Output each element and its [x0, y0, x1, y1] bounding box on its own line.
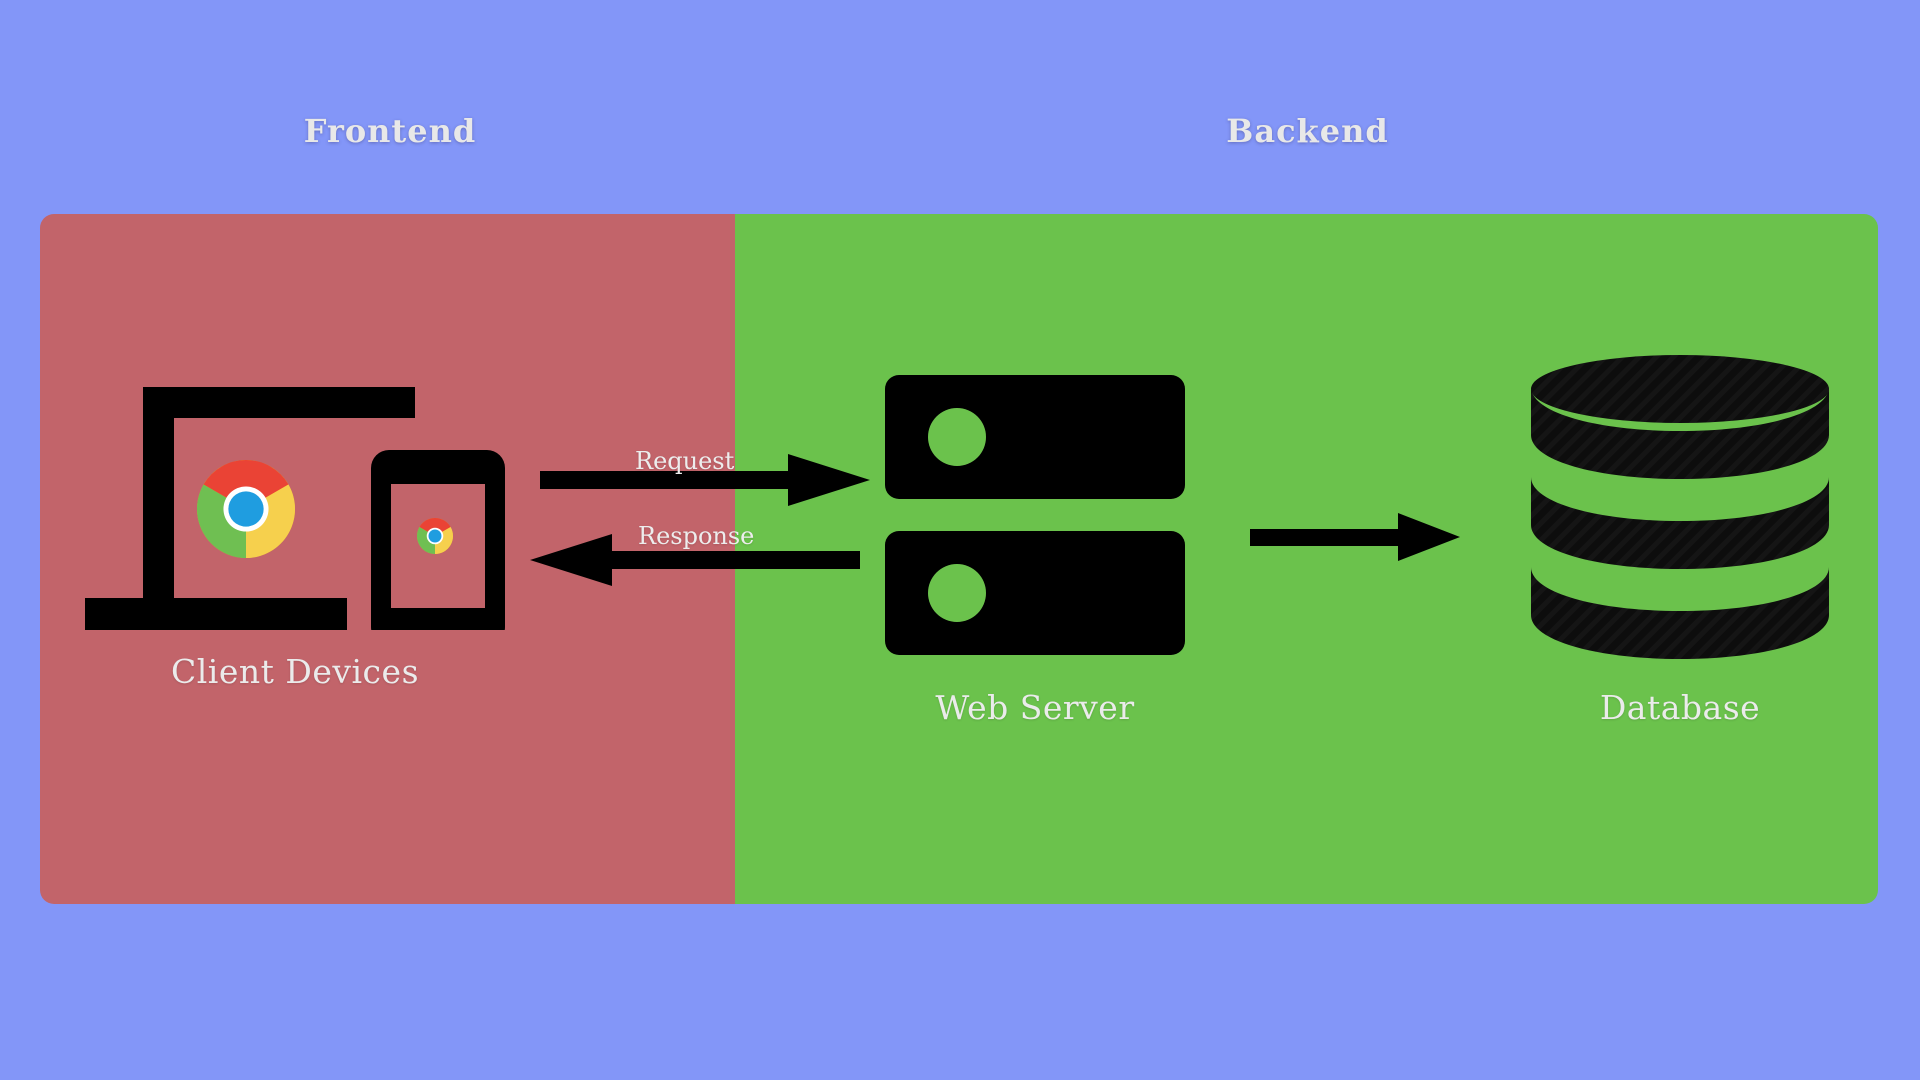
- arrow-right-icon: [1250, 513, 1460, 561]
- arrow-right-icon: [540, 454, 870, 506]
- client-devices-label: Client Devices: [170, 652, 420, 691]
- server-rack-icon: [885, 375, 1185, 655]
- client-devices-icon-group: [60, 370, 530, 630]
- database-cylinder-icon: [1531, 354, 1829, 659]
- chrome-logo-small-icon: [417, 518, 453, 554]
- arrow-response: [530, 530, 860, 590]
- node-web-server[interactable]: Web Server: [830, 360, 1240, 727]
- node-client-devices[interactable]: Client Devices: [60, 370, 530, 691]
- node-database[interactable]: Database: [1460, 345, 1900, 727]
- arrow-db-write: [1250, 510, 1460, 564]
- arrow-request-label: Request: [635, 447, 735, 475]
- arrow-left-icon: [530, 534, 860, 586]
- database-label: Database: [1599, 688, 1761, 727]
- web-server-icon-group: [830, 360, 1240, 670]
- arrow-request: [540, 450, 870, 510]
- chrome-logo-icon: [197, 460, 295, 558]
- backend-section-title: Backend: [1226, 112, 1389, 150]
- laptop-base-icon: [85, 598, 347, 630]
- frontend-section-title: Frontend: [303, 112, 477, 150]
- laptop-and-phone-icon: [85, 387, 505, 630]
- arrow-response-label: Response: [638, 522, 755, 550]
- database-icon-group: [1460, 345, 1900, 670]
- web-server-label: Web Server: [935, 688, 1135, 727]
